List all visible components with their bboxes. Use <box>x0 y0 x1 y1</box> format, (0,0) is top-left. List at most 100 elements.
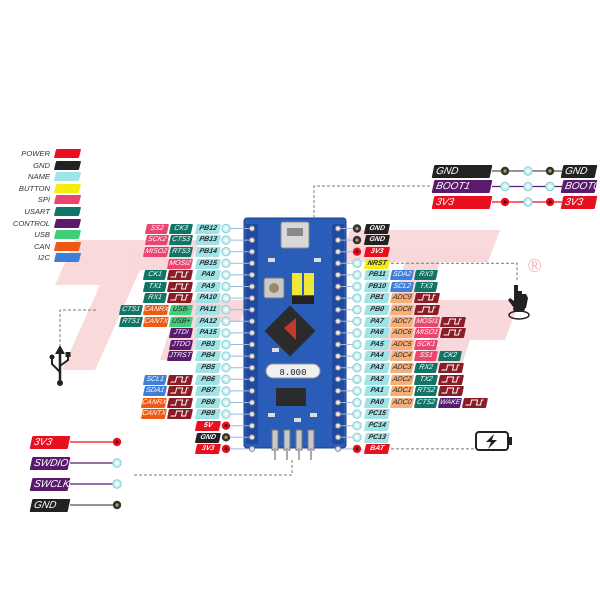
tag-text: CTS1 <box>121 305 141 313</box>
legend-label: POWER <box>21 149 50 158</box>
board-pin-hole <box>335 445 341 452</box>
tag-text: PA0 <box>369 398 385 406</box>
pin-function-cts2: CTS2 <box>413 397 439 408</box>
tag-text: CANTX <box>143 317 169 325</box>
tag-text: ADC0 <box>391 398 413 406</box>
board-pin-hole <box>335 434 341 441</box>
pin-connector-left-center <box>224 342 228 347</box>
tag-text: CANRX <box>141 398 168 406</box>
legend-item-usart: USART <box>8 206 82 218</box>
pin-connector-right-center <box>355 366 359 370</box>
pin-connector-right-center <box>355 377 359 381</box>
pin-connector-right-center <box>355 435 359 439</box>
pin-name-pc15: PC15 <box>363 409 391 419</box>
pin-function-pwm <box>439 328 467 338</box>
pin-function-cts3: CTS3 <box>168 235 194 245</box>
boot-dot-middle-center <box>526 184 530 189</box>
tag-text: TX3 <box>418 282 434 290</box>
pin-function-scl2: SCL2 <box>389 281 415 292</box>
pin-connector-left-center <box>224 273 228 277</box>
pin-connector-right-center <box>355 412 359 416</box>
pin-function-adc5: ADC5 <box>389 339 415 350</box>
tag-text: MOSI1 <box>415 317 439 325</box>
pin-function-mosi1: MOSI1 <box>413 316 441 327</box>
swd-header-pin <box>271 429 279 451</box>
pin-function-usb: USB- <box>168 304 194 315</box>
pin-function-pwm <box>166 374 194 385</box>
usb-port <box>287 228 303 236</box>
tag-text: PA8 <box>200 271 216 279</box>
pin-function-adc0: ADC0 <box>389 397 415 408</box>
tag-text: PA1 <box>369 387 385 395</box>
pin-function-sck2: SCK2 <box>144 235 170 245</box>
tag-text: MISO2 <box>144 247 168 255</box>
board-pin-hole <box>335 295 341 302</box>
pin-connector-left-center <box>224 377 228 381</box>
jumper-header <box>292 296 314 304</box>
pin-function-rts2: RTS2 <box>413 386 439 396</box>
pin-connector-left-center <box>224 308 228 312</box>
board-pin-hole <box>249 353 255 360</box>
pin-name-pb4: PB4 <box>194 351 222 361</box>
tag-text: PB14 <box>198 247 218 255</box>
pin-connector-left-center <box>224 389 228 393</box>
usb-icon-base <box>57 380 63 386</box>
svg-text:®: ® <box>528 256 541 276</box>
legend-item-control: CONTROL <box>8 218 82 230</box>
tag-text: PA10 <box>198 294 218 302</box>
tag-text: CANTX <box>141 410 167 418</box>
crystal-label: 8.000 <box>279 368 306 378</box>
pin-connector-left-center <box>224 354 228 358</box>
tag-text: SCK2 <box>147 236 167 244</box>
tag-text: USB- <box>171 305 191 313</box>
tag-text: ADC4 <box>391 352 413 360</box>
legend-label: CONTROL <box>12 218 50 228</box>
tag-text: RTS1 <box>121 317 141 325</box>
swd-dot-center <box>115 503 119 507</box>
pin-function-mosi2: MOSI2 <box>166 258 194 269</box>
pin-connector-right-center <box>355 273 359 277</box>
pin-name-pc13: PC13 <box>363 432 391 443</box>
pin-name-pa10: PA10 <box>194 293 222 303</box>
boot-dot-center <box>548 169 552 173</box>
tag-text: ADC2 <box>391 375 413 383</box>
pin-name-pa6: PA6 <box>363 328 391 338</box>
pin-name-nrst: NRST <box>363 258 391 269</box>
chip-logo <box>284 318 296 340</box>
tag-text: CK3 <box>173 224 189 232</box>
swd-header-pin <box>283 429 291 451</box>
smd-component <box>268 258 275 262</box>
pin-function-canrx: CANRX <box>142 304 170 315</box>
legend-item-gnd: GND <box>8 160 82 172</box>
tag-text: PA6 <box>369 329 385 337</box>
tag-text: ADC1 <box>391 387 413 395</box>
tag-text: PB11 <box>367 271 387 279</box>
tag-text: NRST <box>366 259 388 267</box>
tag-text: PB13 <box>198 236 218 244</box>
pin-function-miso2: MISO2 <box>142 246 170 257</box>
tag-text: PA15 <box>198 329 218 337</box>
pin-name-pa8: PA8 <box>194 270 222 280</box>
pin-function-sda2: SDA2 <box>389 270 415 280</box>
boot0-jumper <box>292 273 302 295</box>
legend-label: BUTTON <box>18 183 50 193</box>
tag-text: ADC3 <box>391 363 413 371</box>
legend-label: USART <box>24 206 50 216</box>
swd-label-text: SWDIO <box>32 457 70 469</box>
boot-dot-center <box>548 200 552 204</box>
pin-name-pb15: PB15 <box>194 258 222 269</box>
pin-name-pb6: PB6 <box>194 374 222 385</box>
pin-name-pb11: PB11 <box>363 270 391 280</box>
pin-function-miso1: MISO1 <box>413 328 441 338</box>
pin-connector-left-center <box>224 284 228 289</box>
pin-function-rx3: RX3 <box>413 270 439 280</box>
board-pin-hole <box>335 318 341 325</box>
push-button-icon <box>508 285 530 320</box>
tag-text: PB15 <box>198 259 218 267</box>
tag-text: ADC6 <box>391 329 413 337</box>
tag-text: RTS2 <box>416 387 436 395</box>
board-pin-hole <box>249 399 255 406</box>
board-pin-hole <box>249 445 255 452</box>
pin-function-adc7: ADC7 <box>389 316 415 327</box>
